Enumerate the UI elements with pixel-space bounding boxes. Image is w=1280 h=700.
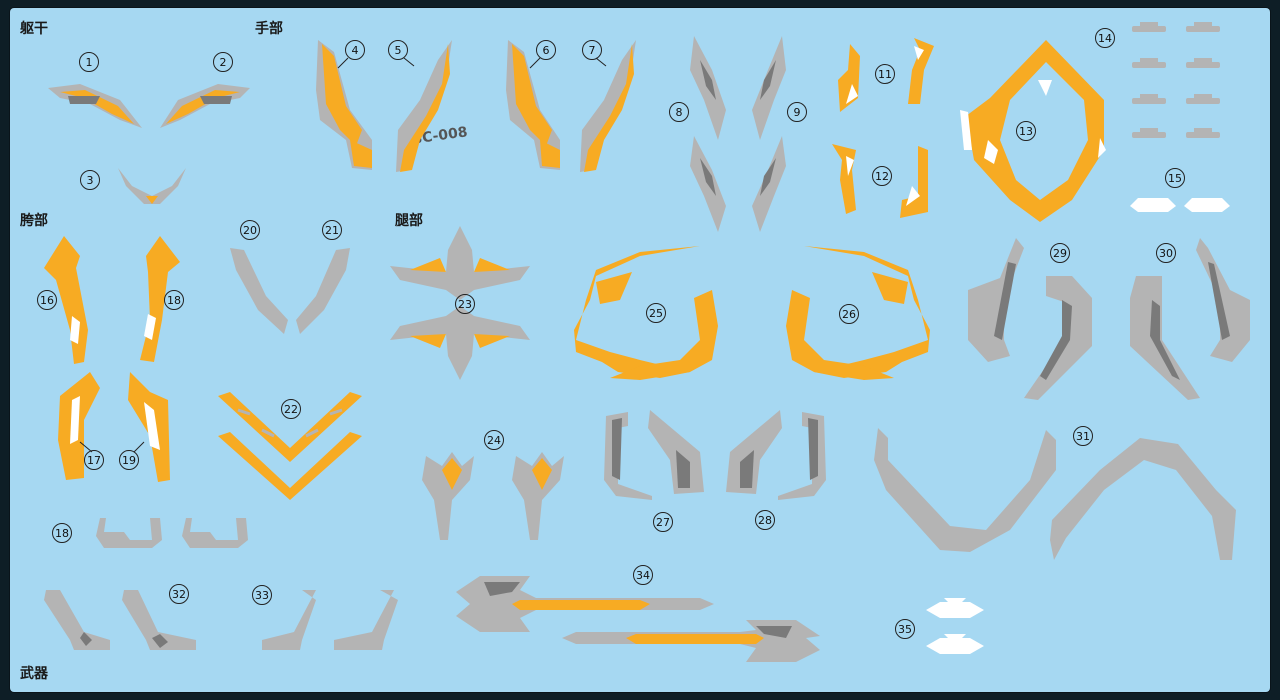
marker-7: 7 bbox=[582, 40, 602, 60]
decal-21 bbox=[296, 248, 350, 334]
marker-9: 9 bbox=[787, 102, 807, 122]
decal-25 bbox=[574, 246, 718, 380]
marker-18-brace: 18 bbox=[52, 523, 72, 543]
decal-15 bbox=[1130, 198, 1230, 212]
decal-30 bbox=[1130, 238, 1250, 400]
decal-29 bbox=[968, 238, 1092, 400]
marker-1: 1 bbox=[79, 52, 99, 72]
marker-16: 16 bbox=[37, 290, 57, 310]
decal-12 bbox=[832, 144, 928, 218]
marker-31: 31 bbox=[1073, 426, 1093, 446]
marker-6: 6 bbox=[536, 40, 556, 60]
decal-5 bbox=[396, 40, 452, 172]
decal-17 bbox=[58, 372, 100, 480]
decal-26 bbox=[786, 246, 930, 380]
marker-23: 23 bbox=[455, 294, 475, 314]
decal-9 bbox=[752, 36, 786, 232]
marker-22: 22 bbox=[281, 399, 301, 419]
marker-13: 13 bbox=[1016, 121, 1036, 141]
marker-5: 5 bbox=[388, 40, 408, 60]
decal-4 bbox=[316, 40, 372, 170]
decal-19 bbox=[128, 372, 170, 482]
leader-lines bbox=[79, 57, 607, 453]
marker-34: 34 bbox=[633, 565, 653, 585]
marker-4: 4 bbox=[345, 40, 365, 60]
decal-31 bbox=[874, 428, 1236, 560]
decal-3 bbox=[118, 168, 186, 204]
decal-33 bbox=[262, 590, 398, 650]
marker-30: 30 bbox=[1156, 243, 1176, 263]
decal-27 bbox=[604, 410, 704, 500]
marker-15: 15 bbox=[1165, 168, 1185, 188]
decal-11 bbox=[838, 38, 934, 112]
marker-17: 17 bbox=[84, 450, 104, 470]
marker-25: 25 bbox=[646, 303, 666, 323]
marker-33: 33 bbox=[252, 585, 272, 605]
marker-11: 11 bbox=[875, 64, 895, 84]
marker-28: 28 bbox=[755, 510, 775, 530]
decal-2 bbox=[160, 84, 250, 128]
marker-29: 29 bbox=[1050, 243, 1070, 263]
section-label-hands: 手部 bbox=[255, 21, 283, 37]
marker-20: 20 bbox=[240, 220, 260, 240]
marker-21: 21 bbox=[322, 220, 342, 240]
decal-35 bbox=[926, 598, 984, 654]
decal-20 bbox=[230, 248, 288, 334]
section-label-waist: 胯部 bbox=[20, 213, 48, 229]
decal-16 bbox=[44, 236, 88, 364]
marker-12: 12 bbox=[872, 166, 892, 186]
marker-3: 3 bbox=[80, 170, 100, 190]
decal-6 bbox=[506, 40, 560, 170]
decal-13 bbox=[960, 40, 1106, 222]
marker-14: 14 bbox=[1095, 28, 1115, 48]
decal-24 bbox=[422, 452, 564, 540]
marker-19: 19 bbox=[119, 450, 139, 470]
decal-34 bbox=[456, 576, 820, 662]
decal-23 bbox=[390, 226, 530, 380]
decal-18a bbox=[140, 236, 180, 362]
marker-2: 2 bbox=[213, 52, 233, 72]
decal-14 bbox=[1132, 22, 1220, 138]
section-label-legs: 腿部 bbox=[395, 213, 423, 229]
marker-18-waist: 18 bbox=[164, 290, 184, 310]
section-label-weapons: 武器 bbox=[20, 666, 48, 682]
marker-35: 35 bbox=[895, 619, 915, 639]
marker-32: 32 bbox=[169, 584, 189, 604]
decal-28 bbox=[726, 410, 826, 500]
section-label-torso: 躯干 bbox=[20, 21, 48, 37]
decal-32 bbox=[44, 590, 196, 650]
decal-18b bbox=[96, 518, 248, 548]
decal-8 bbox=[690, 36, 726, 232]
marker-24: 24 bbox=[484, 430, 504, 450]
marker-26: 26 bbox=[839, 304, 859, 324]
decal-7 bbox=[580, 40, 636, 172]
decal-22 bbox=[218, 392, 362, 500]
marker-27: 27 bbox=[653, 512, 673, 532]
marker-8: 8 bbox=[669, 102, 689, 122]
decal-1 bbox=[48, 84, 142, 128]
